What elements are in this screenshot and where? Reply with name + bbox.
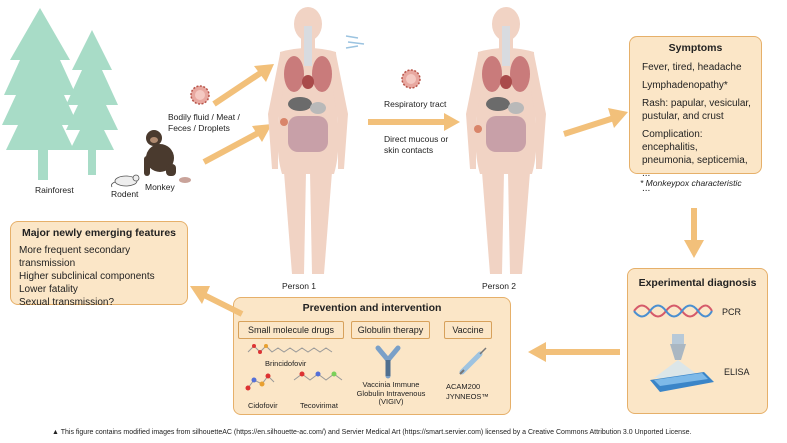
symptom-item: Rash: papular, vesicular, pustular, and … <box>642 98 751 122</box>
vigiv-label: Vaccinia Immune Globulin Intravenous (VI… <box>356 380 426 406</box>
symptoms-box: Symptoms Fever, tired, headache Lymphade… <box>629 36 762 194</box>
globulin-header: Globulin therapy <box>351 321 430 339</box>
vaccine-header: Vaccine <box>444 321 492 339</box>
symptoms-note: * Monkeypox characteristic <box>640 178 742 188</box>
antibody-icon <box>375 345 401 379</box>
footer-credit: ▲ This figure contains modified images f… <box>52 429 692 436</box>
person2-label: Person 2 <box>482 281 517 291</box>
prevention-box: Prevention and intervention <box>233 297 511 415</box>
small-molecule-header: Small molecule drugs <box>238 321 344 339</box>
rodent-icon <box>111 174 140 188</box>
cidofovir-label: Cidofovir <box>248 401 278 410</box>
dna-helix-icon <box>633 304 713 318</box>
arrow-person2-to-symptoms <box>563 108 628 137</box>
arrow-symptoms-to-diagnosis <box>684 208 704 258</box>
droplets-icon <box>345 35 365 49</box>
virus-icon <box>190 85 210 105</box>
syringe-icon <box>459 347 487 375</box>
tecovirimat-molecule-icon <box>293 371 343 381</box>
pcr-label: PCR <box>722 307 742 317</box>
meat-icon <box>179 177 191 183</box>
virus-icon-2 <box>401 69 421 89</box>
acam-label: ACAM200 <box>446 382 481 391</box>
symptom-item: ... <box>642 183 651 194</box>
person1-label: Person 1 <box>282 281 317 291</box>
features-title: Major newly emerging features <box>21 227 177 239</box>
brincidofovir-label: Brincidofovir <box>265 359 307 368</box>
tecovirimat-label: Tecovirimat <box>300 401 338 410</box>
feature-item: More frequent secondary transmission <box>19 245 131 269</box>
monkey-label: Monkey <box>145 182 175 192</box>
feature-item: Sexual transmission? <box>19 297 115 308</box>
arrow-animal-to-person1-upper <box>212 64 274 107</box>
animal-transmission-label: Bodily fluid / Meat / Feces / Droplets <box>168 112 240 133</box>
arrow-prevention-to-features <box>190 286 244 317</box>
elisa-label: ELISA <box>724 367 750 377</box>
arrow-animal-to-person1-lower <box>202 124 272 165</box>
diagnosis-title: Experimental diagnosis <box>638 277 757 289</box>
person2-body <box>466 7 546 274</box>
symptom-item: Lymphadenopathy* <box>642 80 728 91</box>
symptom-item: Fever, tired, headache <box>642 62 742 73</box>
cidofovir-molecule-icon <box>245 373 275 391</box>
feature-item: Lower fatality <box>19 284 78 295</box>
rodent-label: Rodent <box>111 189 139 199</box>
person1-body <box>268 7 348 274</box>
direct-contact-label: Direct mucous or skin contacts <box>384 134 449 155</box>
brincidofovir-molecule-icon <box>247 344 333 354</box>
feature-item: Higher subclinical components <box>19 271 155 282</box>
diagnosis-box: Experimental diagnosis <box>627 268 768 414</box>
elisa-plate-icon <box>650 334 714 392</box>
symptoms-title: Symptoms <box>668 42 723 54</box>
jynneos-label: JYNNEOS™ <box>446 392 489 401</box>
symptom-item: Complication: encephalitis, pneumonia, s… <box>642 129 748 179</box>
prevention-title: Prevention and intervention <box>302 302 442 314</box>
monkey-icon <box>144 130 176 176</box>
arrow-person1-to-person2 <box>368 113 460 131</box>
arrow-diagnosis-to-prevention <box>528 342 620 362</box>
respiratory-label: Respiratory tract <box>384 99 447 109</box>
rainforest-trees <box>2 8 118 180</box>
rainforest-label: Rainforest <box>35 185 74 195</box>
features-box: Major newly emerging features More frequ… <box>10 221 188 308</box>
